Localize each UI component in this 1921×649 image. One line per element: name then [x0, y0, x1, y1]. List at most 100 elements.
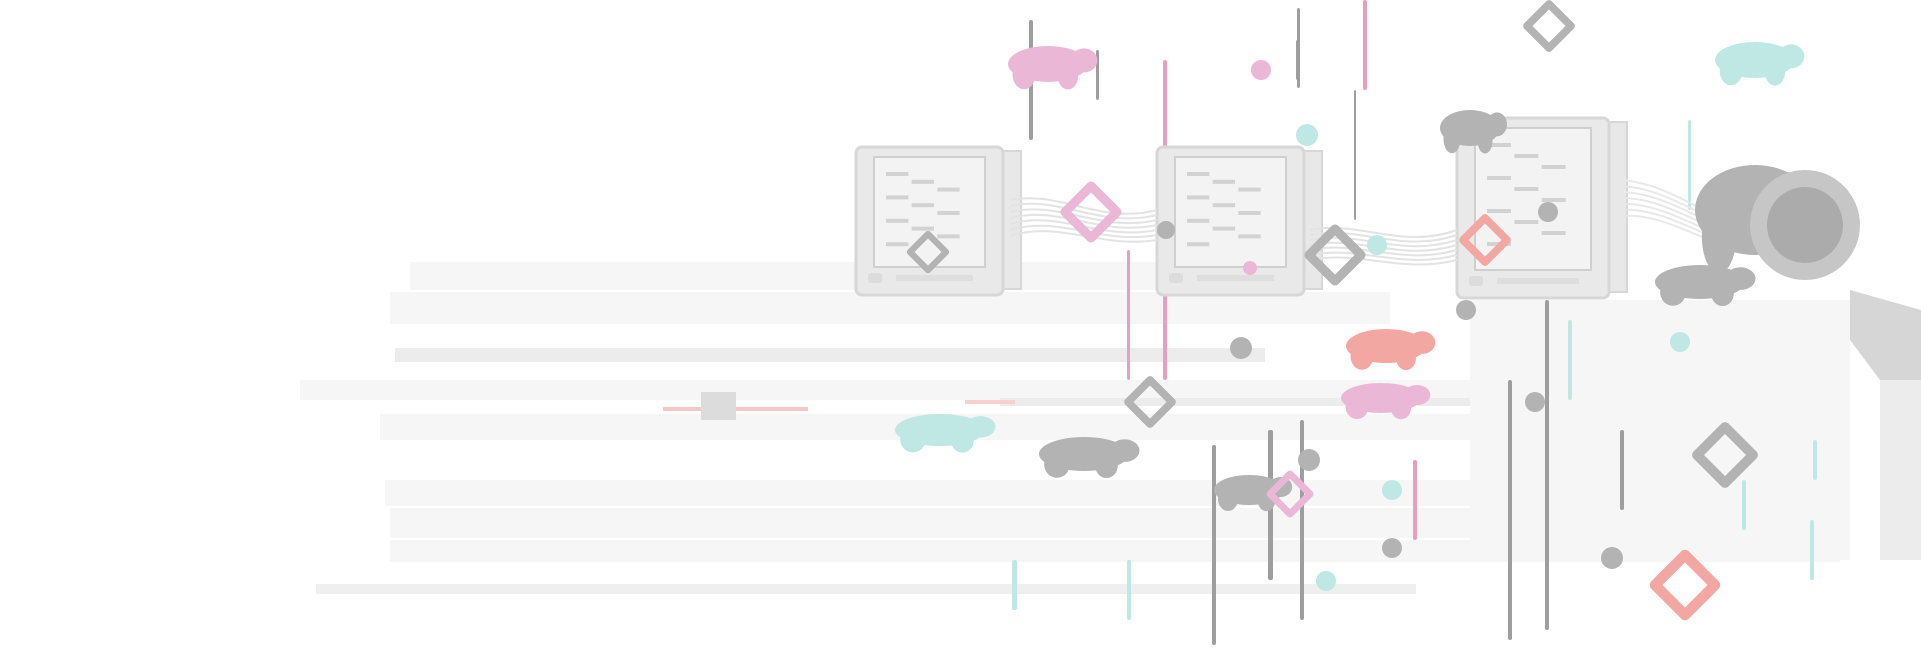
splat-drop	[1396, 345, 1416, 371]
splat-drop	[1058, 63, 1078, 90]
paint-dot	[1382, 480, 1402, 500]
monitor-center	[1155, 145, 1323, 297]
screen-line	[1187, 172, 1210, 176]
diamond-icon	[1060, 181, 1122, 243]
paint-dot	[1298, 449, 1320, 471]
paint-dot	[1670, 332, 1690, 352]
paint-splat-icon	[1008, 46, 1098, 90]
robot-arm-segment	[1850, 290, 1921, 400]
screen-line	[1514, 187, 1539, 191]
screen-line	[1187, 242, 1210, 247]
paint-dot	[1367, 235, 1387, 255]
drip-line	[1508, 380, 1512, 640]
robot-arm-hub	[1767, 187, 1843, 263]
splat-drop	[1660, 278, 1686, 306]
screen-line	[1238, 211, 1261, 215]
diamond-icon	[1304, 224, 1366, 286]
paint-splat-icon	[1341, 383, 1431, 420]
screen-line	[886, 242, 909, 247]
drip-line	[1545, 300, 1549, 630]
drip-line	[1688, 120, 1691, 210]
paint-dot	[1230, 337, 1252, 359]
screen-line	[937, 234, 960, 239]
splat-drop	[1218, 487, 1238, 511]
splat-drop	[1391, 397, 1411, 420]
diamond-icon	[1523, 0, 1575, 52]
paint-splat-icon	[1039, 437, 1140, 479]
drip-line	[1212, 445, 1216, 645]
drip-line	[1354, 90, 1356, 220]
screen-line	[1212, 203, 1235, 208]
screen-line	[886, 195, 909, 200]
drip-line	[1810, 520, 1814, 580]
drip-line	[1742, 480, 1746, 530]
splat-drop	[1095, 453, 1118, 479]
paint-dot	[1601, 547, 1623, 569]
screen-line	[1212, 226, 1235, 231]
screen-line	[1541, 231, 1566, 235]
drip-line	[1620, 430, 1624, 510]
splat-drop	[1719, 56, 1743, 86]
splat-drop	[1701, 201, 1737, 273]
paint-dot	[1456, 300, 1476, 320]
splat-lobe	[1408, 331, 1436, 354]
paint-dot	[1525, 392, 1545, 412]
monitor-screen	[1474, 127, 1592, 271]
highlight-square	[701, 392, 736, 420]
cable-strand	[1009, 202, 1158, 220]
splat-drop	[951, 429, 974, 453]
monitor-button	[1469, 276, 1483, 286]
splat-lobe	[1487, 112, 1507, 137]
screen-line	[911, 179, 934, 184]
paint-dot	[1251, 60, 1271, 80]
screen-line	[886, 218, 909, 223]
drip-line	[1012, 560, 1017, 610]
background-band	[1470, 300, 1850, 560]
paint-dot	[1157, 221, 1175, 239]
monitor-bar	[1197, 275, 1274, 281]
monitor-bar	[896, 275, 973, 281]
background-band	[395, 348, 1265, 362]
diamond-icon	[906, 230, 950, 274]
drip-line	[1568, 320, 1572, 400]
screen-line	[911, 203, 934, 208]
screen-line	[1238, 187, 1261, 192]
monitor-button	[1169, 273, 1183, 283]
splat-lobe	[1070, 48, 1098, 73]
paint-splat-icon	[895, 414, 996, 453]
drip-line	[1413, 460, 1417, 540]
robot-arm-base	[1880, 380, 1921, 560]
cable-strand	[1309, 256, 1458, 266]
paint-splat-icon	[1214, 475, 1293, 512]
diamond-icon	[1692, 422, 1758, 488]
splat-lobe	[1725, 267, 1756, 290]
monitor-button	[868, 273, 882, 283]
paint-splat-icon	[1346, 329, 1436, 371]
cable-strand	[1009, 208, 1158, 225]
screen-line	[1487, 209, 1511, 213]
screen-line	[1541, 165, 1566, 169]
splat-drop	[1044, 450, 1070, 478]
cable-strand	[1009, 197, 1158, 215]
splat-drop	[1350, 342, 1374, 370]
screen-line	[937, 211, 960, 215]
monitor-bar	[1497, 278, 1579, 284]
splat-drop	[1765, 59, 1785, 86]
paint-dot	[1243, 261, 1257, 275]
splat-drop	[1012, 60, 1036, 90]
screen-line	[1514, 220, 1539, 224]
diamond-shapes	[906, 0, 1758, 621]
paint-splat-icon	[1440, 110, 1507, 154]
cable-strand	[1309, 251, 1458, 261]
screen-line	[1514, 154, 1539, 158]
screen-line	[1187, 195, 1210, 200]
cable-strand	[1009, 230, 1158, 243]
screen-line	[1238, 234, 1261, 239]
splat-drop	[1477, 127, 1493, 154]
drip-line	[1813, 440, 1817, 480]
screen-line	[911, 226, 934, 231]
screen-line	[1541, 198, 1566, 202]
background-band	[316, 584, 1416, 594]
drip-line	[1300, 420, 1304, 620]
